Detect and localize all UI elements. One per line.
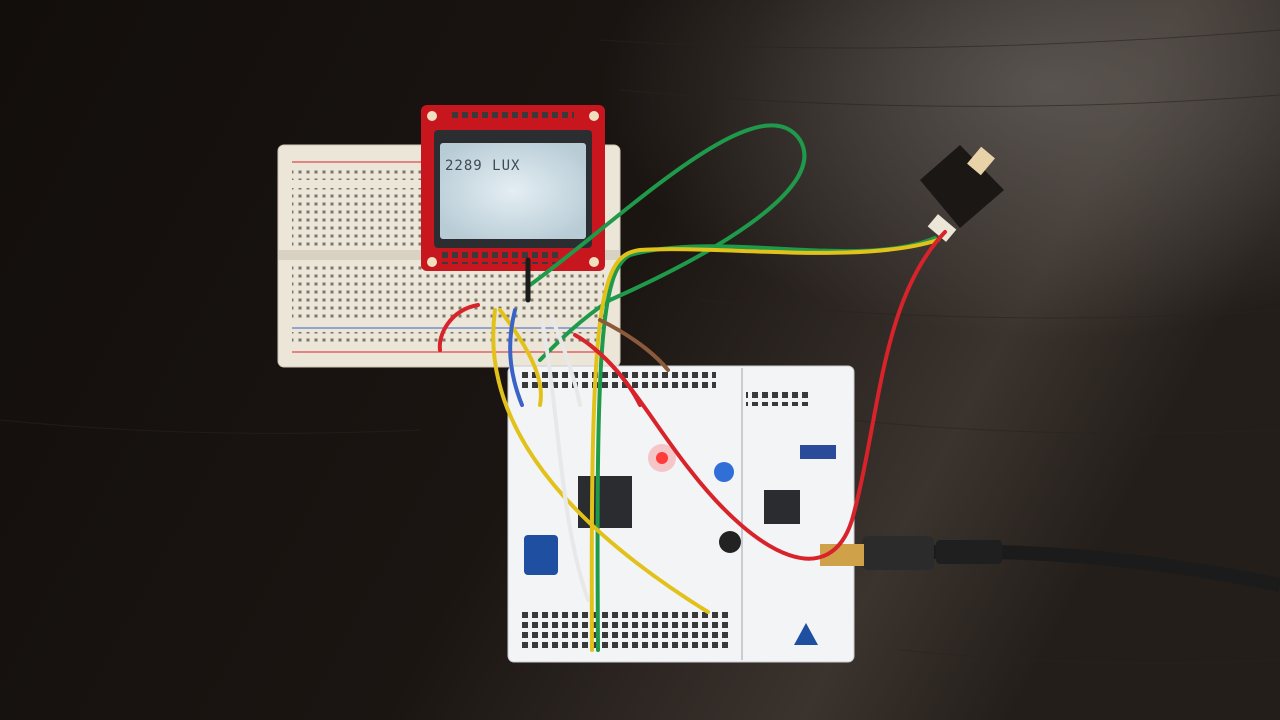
wire-red-2: [437, 303, 480, 352]
wire-yellow-1: [589, 238, 940, 652]
wire-white-2: [550, 316, 582, 407]
wire-yellow-3: [498, 308, 543, 407]
st-logo: [524, 535, 558, 575]
stlink-chip: [764, 490, 800, 524]
wire-brown: [598, 318, 670, 372]
wire-red-3: [588, 343, 642, 407]
power-led: [656, 452, 668, 464]
wood-grain: [0, 29, 1280, 664]
wire-red-1: [573, 230, 947, 561]
wire-blue: [508, 308, 524, 407]
light-sensor-module: [920, 145, 1004, 242]
lcd-lux-readout: 2289 LUX: [445, 158, 521, 174]
wire-yellow-2: [491, 308, 710, 614]
usb-cable: [820, 536, 1280, 592]
st-triangle-logo: [794, 623, 818, 645]
jumper-wires: [437, 123, 947, 652]
wire-white-1: [540, 318, 590, 602]
reset-button-icon: [719, 531, 741, 553]
nucleo-board: [507, 365, 855, 663]
wire-green-1: [528, 123, 807, 362]
user-button-icon: [714, 462, 734, 482]
nokia-lcd-module: [421, 105, 605, 271]
